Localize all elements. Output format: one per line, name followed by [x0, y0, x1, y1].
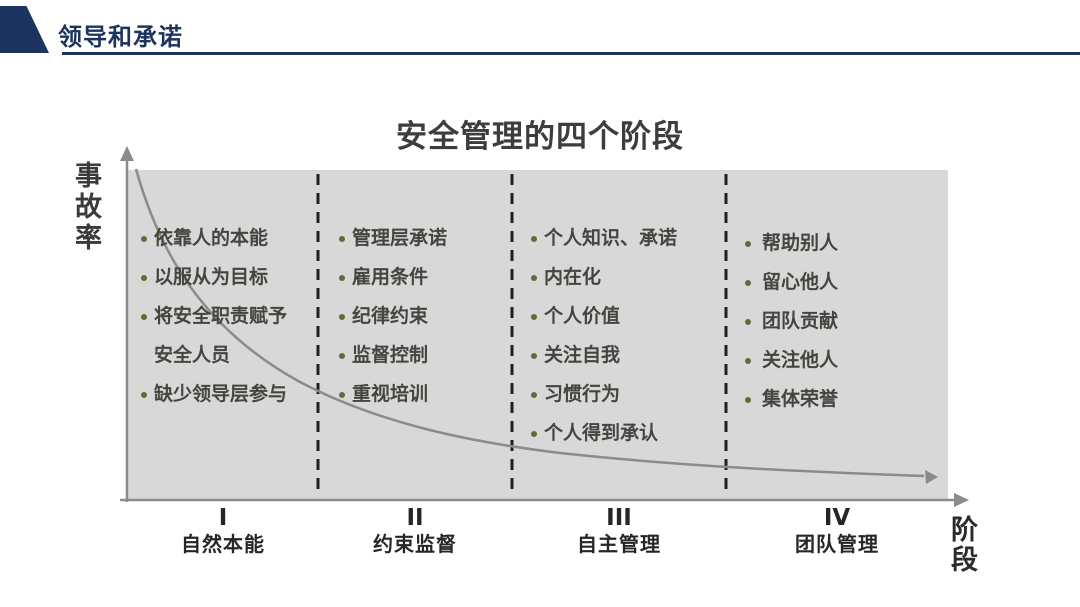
- bullet-dot-icon: [339, 275, 345, 281]
- stage-name: 团队管理: [795, 532, 879, 556]
- list-item: 纪律约束: [339, 297, 504, 336]
- stage-name: 自然本能: [181, 532, 265, 556]
- curve-arrow-icon: [925, 470, 938, 484]
- bullet-dot-icon: [531, 275, 537, 281]
- y-axis-label: 事故率: [70, 161, 101, 254]
- header-title: 领导和承诺: [58, 23, 183, 51]
- bullet-dot-icon: [531, 392, 537, 398]
- bullet-dot-icon: [745, 397, 751, 403]
- list-item: 以服从为目标: [141, 258, 317, 297]
- list-item: 帮助别人: [745, 224, 930, 263]
- list-item: 重视培训: [339, 375, 504, 414]
- list-item: 关注自我: [531, 336, 721, 375]
- list-item-continuation: 安全人员: [154, 344, 231, 366]
- bullet-dot-icon: [531, 353, 537, 359]
- x-axis-label: 阶段: [946, 515, 977, 575]
- list-item: 缺少领导层参与: [141, 375, 317, 414]
- list-item: 管理层承诺: [339, 219, 504, 258]
- list-item: 监督控制: [339, 336, 504, 375]
- list-item: 留心他人: [745, 263, 930, 302]
- stage-numeral: II: [406, 505, 424, 531]
- bullet-dot-icon: [531, 314, 537, 320]
- y-axis-arrow-icon: [120, 146, 134, 161]
- stage-label-4: IV 团队管理: [752, 506, 922, 558]
- plot-area: [128, 170, 948, 501]
- bullet-dot-icon: [531, 236, 537, 242]
- stage-name: 约束监督: [373, 532, 457, 556]
- stage-label-1: I 自然本能: [138, 506, 308, 558]
- list-item: 关注他人: [745, 341, 930, 380]
- stage-numeral: III: [606, 505, 632, 531]
- list-item: 依靠人的本能: [141, 219, 317, 258]
- bullet-dot-icon: [141, 236, 147, 242]
- bullet-dot-icon: [339, 314, 345, 320]
- stage-3-item-list: 个人知识、承诺 内在化 个人价值 关注自我 习惯行为 个人得到承认: [531, 219, 721, 453]
- stage-label-2: II 约束监督: [330, 506, 500, 558]
- stage-4-item-list: 帮助别人 留心他人 团队贡献 关注他人 集体荣誉: [745, 224, 930, 419]
- accident-rate-curve: [134, 168, 925, 478]
- list-item: 雇用条件: [339, 258, 504, 297]
- bullet-dot-icon: [339, 392, 345, 398]
- x-axis-arrow-icon: [954, 493, 969, 507]
- list-item: 团队贡献: [745, 302, 930, 341]
- bullet-dot-icon: [531, 431, 537, 437]
- list-item: 个人价值: [531, 297, 721, 336]
- bullet-dot-icon: [745, 241, 751, 247]
- stage-1-item-list: 依靠人的本能 以服从为目标 将安全职责赋予 安全人员 缺少领导层参与: [141, 219, 317, 414]
- bullet-dot-icon: [141, 392, 147, 398]
- list-item: 内在化: [531, 258, 721, 297]
- stage-numeral: I: [218, 505, 228, 531]
- header-divider-line: [62, 52, 1080, 55]
- stage-label-3: III 自主管理: [534, 506, 704, 558]
- bullet-dot-icon: [745, 358, 751, 364]
- list-item: 习惯行为: [531, 375, 721, 414]
- list-item: 集体荣誉: [745, 380, 930, 419]
- stage-numeral: IV: [823, 505, 851, 531]
- bullet-dot-icon: [745, 280, 751, 286]
- bullet-dot-icon: [141, 314, 147, 320]
- bullet-dot-icon: [339, 353, 345, 359]
- bullet-dot-icon: [745, 319, 751, 325]
- stage-name: 自主管理: [577, 532, 661, 556]
- bullet-dot-icon: [339, 236, 345, 242]
- stage-2-item-list: 管理层承诺 雇用条件 纪律约束 监督控制 重视培训: [339, 219, 504, 414]
- list-item: 将安全职责赋予: [141, 297, 317, 336]
- chart-title: 安全管理的四个阶段: [396, 119, 684, 155]
- list-item: 个人得到承认: [531, 414, 721, 453]
- list-item: 个人知识、承诺: [531, 219, 721, 258]
- bullet-dot-icon: [141, 275, 147, 281]
